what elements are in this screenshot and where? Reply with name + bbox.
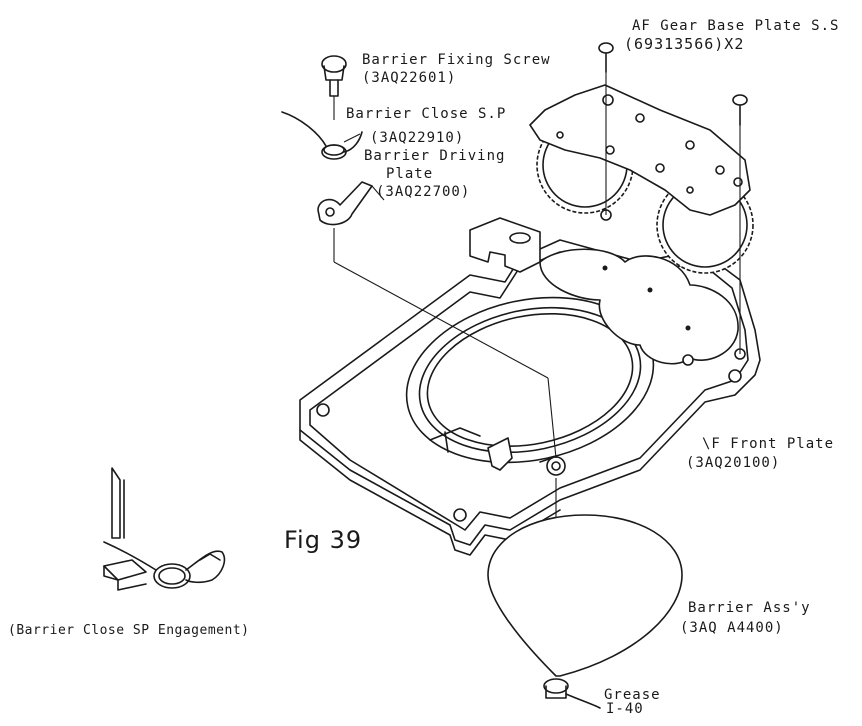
label-af-front-plate-code: (3AQ20100) — [686, 455, 781, 471]
leader-driving-plate — [371, 185, 385, 201]
barrier-driving-plate — [317, 181, 373, 262]
label-barrier-driving-plate-line2: Plate — [386, 166, 434, 182]
grease-leader — [565, 693, 601, 709]
label-barrier-driving-plate-code: (3AQ22700) — [376, 184, 471, 200]
gear-plate-screw-left — [598, 42, 614, 215]
label-barrier-fixing-screw: Barrier Fixing Screw — [362, 52, 551, 68]
label-af-gear-base-plate: AF Gear Base Plate S.S — [632, 18, 840, 34]
label-af-front-plate: \F Front Plate — [702, 436, 835, 452]
barrier-assembly — [487, 514, 683, 709]
af-gear-base-plate — [529, 42, 754, 354]
label-barrier-driving-plate-line1: Barrier Driving — [364, 148, 506, 164]
label-engagement-caption: (Barrier Close SP Engagement) — [8, 623, 250, 638]
barrier-close-spring — [281, 111, 363, 160]
guide-line-driving-plate — [333, 261, 549, 379]
figure-number: Fig 39 — [284, 526, 363, 554]
label-barrier-close-sp-code: (3AQ22910) — [370, 130, 465, 146]
af-front-plate — [299, 209, 761, 556]
leader-close-sp — [343, 133, 361, 143]
label-grease: Grease — [604, 687, 661, 703]
label-barrier-assy: Barrier Ass'y — [688, 600, 811, 616]
label-barrier-close-sp: Barrier Close S.P — [346, 106, 507, 122]
guide-line-pivot — [547, 377, 557, 459]
label-barrier-assy-code: (3AQ A4400) — [680, 620, 784, 636]
spring-engagement-inset — [103, 467, 226, 591]
gear-plate-screw-right — [732, 94, 748, 354]
label-af-gear-base-plate-code: (69313566)X2 — [624, 35, 745, 53]
label-barrier-fixing-screw-code: (3AQ22601) — [362, 70, 457, 86]
barrier-fixing-screw — [321, 55, 347, 120]
label-grease-code: I-40 — [606, 701, 644, 717]
